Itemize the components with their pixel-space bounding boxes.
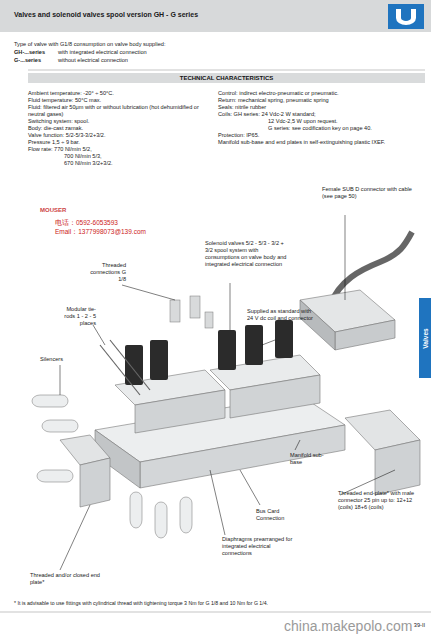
logo-mark	[396, 9, 416, 25]
section-band: TECHNICAL CHARACTERISTICS	[28, 73, 425, 83]
watermark: 电话：0592-6053593	[55, 219, 215, 227]
page-title: Valves and solenoid valves spool version…	[14, 11, 374, 20]
spec-text: Fluid temperature: 50°C max.	[28, 97, 218, 104]
callout-text: Diaphragms prearranged for integrated el…	[222, 536, 300, 557]
spec-text: Control: indirect electro-pneumatic or p…	[218, 90, 418, 97]
callout-text: Modular tie-rods 1 - 2 - 5 places	[56, 306, 96, 327]
rule	[0, 612, 431, 613]
spec-text: Manifold sub-base and end plates in self…	[218, 139, 413, 146]
rule	[28, 70, 425, 71]
node-text: Valves	[422, 328, 429, 348]
watermark: Email：1377998073@139.com	[55, 228, 215, 236]
sub-d-connector	[300, 300, 335, 350]
watermark: MOUSER	[40, 207, 100, 215]
spec-text: Fluid: filtered air 50μm with or without…	[28, 104, 213, 118]
spec-text: Seals: nitrile rubber	[218, 104, 418, 111]
spec-text: Ambient temperature: -20° ÷ 50°C.	[28, 90, 218, 97]
callout-text: Solenoid valves 5/2 - 5/3 - 3/2 + 3/2 sp…	[205, 240, 287, 268]
node-text: TECHNICAL CHARACTERISTICS	[180, 75, 274, 81]
spec-text: Return: mechanical spring, pneumatic spr…	[218, 97, 418, 104]
end-plate	[80, 458, 110, 507]
spec-text: 670 Nl/min 3/2+3/2.	[64, 160, 214, 167]
spec-text: Coils: GH series: 24 Vdc-2 W standard;	[218, 111, 418, 118]
callout-text: Bus Card Connection	[256, 508, 301, 522]
intro-text: without electrical connection	[58, 57, 358, 64]
spec-text: 12 Vdc-2,5 W upon request.	[268, 118, 418, 125]
intro-text: Type of valve with G1/8 consumption on v…	[14, 41, 414, 48]
fittings	[170, 296, 213, 328]
spec-text: Body: die-cast zamak.	[28, 125, 218, 132]
spec-text: Valve function: 5/2-5/3-3/2+3/2.	[28, 132, 218, 139]
leader-lines	[60, 215, 395, 570]
silencers	[32, 395, 192, 538]
spec-text: Pressure 1,5 ÷ 9 bar.	[28, 139, 218, 146]
callout-text: Threaded and/or closed end plate*	[30, 572, 100, 586]
logo	[388, 4, 424, 29]
side-tab: Valves	[419, 298, 431, 378]
sub-d-connector	[335, 320, 395, 350]
spec-text: 700 Nl/min 5/3,	[64, 153, 214, 160]
watermark: china.makepolo.com	[284, 618, 429, 636]
callout-text: Silencers	[40, 356, 80, 363]
manifold-sub-base	[140, 425, 345, 488]
coils	[125, 320, 293, 385]
callout-text: Manifold sub-base	[290, 452, 335, 466]
intro-text: with integrated electrical connection	[58, 49, 358, 56]
callout-text: Threaded connections G 1/8	[86, 262, 126, 283]
callout-text: Threaded end-plate* with male connector …	[338, 490, 418, 511]
spec-text: Protection: IP65.	[218, 132, 418, 139]
spec-text: Switching system: spool.	[28, 118, 218, 125]
end-plate	[375, 440, 420, 495]
tie-rods	[100, 340, 150, 395]
header-band	[0, 0, 431, 32]
valve-bodies	[115, 355, 320, 433]
callout-text: Supplied as standard with 24 V dc coil a…	[247, 308, 317, 322]
footnote: * It is advisable to use fittings with c…	[14, 600, 424, 607]
callout-text: Female SUB D connector with cable (see p…	[322, 186, 414, 200]
spec-text: G series: see codification key on page 4…	[268, 125, 418, 132]
spec-text: Flow rate: 770 Nl/min 5/2,	[28, 146, 218, 153]
